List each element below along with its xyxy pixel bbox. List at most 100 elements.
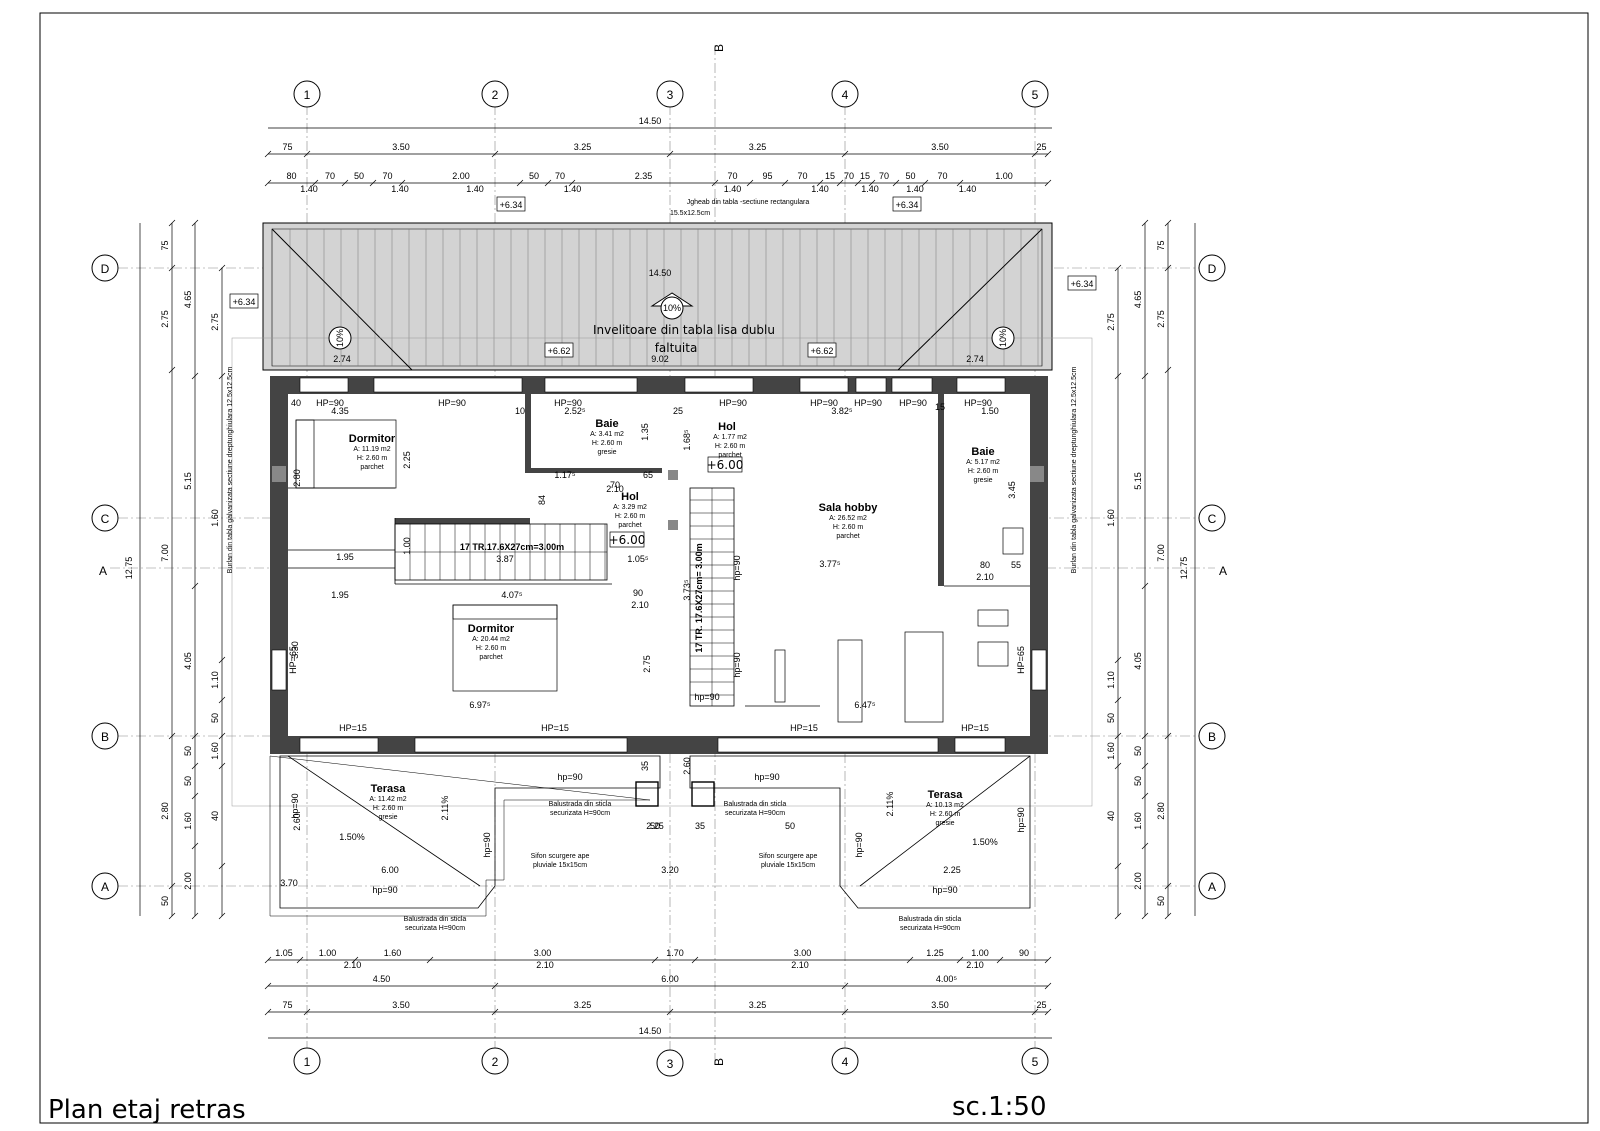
terrace-hp90-6: hp=90 bbox=[1016, 807, 1026, 832]
terrace-hp90-8: hp=90 bbox=[854, 832, 864, 857]
dim-interior-38: 2.25 bbox=[943, 865, 961, 875]
svg-text:A: 11.19 m2: A: 11.19 m2 bbox=[353, 446, 390, 453]
svg-text:parchet: parchet bbox=[618, 522, 641, 529]
stair-label-horizontal: 17 TR.17.6X27cm=3.00m bbox=[460, 542, 564, 552]
dim-top-row2-5: 25 bbox=[1036, 142, 1046, 152]
dim-top-row3a-8: 70 bbox=[727, 171, 737, 181]
dim-left-row4-4: 1.60 bbox=[210, 742, 220, 760]
svg-text:A: 3.41 m2: A: 3.41 m2 bbox=[590, 431, 624, 438]
window-hp65-1: HP=65 bbox=[288, 646, 298, 674]
svg-text:parchet: parchet bbox=[360, 464, 383, 471]
window-hp90-2: HP=90 bbox=[438, 398, 466, 408]
dim-right-row3-5: 1.60 bbox=[1133, 812, 1143, 830]
dim-top-row3a-0: 80 bbox=[286, 171, 296, 181]
dim-top-row3a-6: 70 bbox=[555, 171, 565, 181]
window-hp90-3: HP=90 bbox=[554, 398, 582, 408]
terrace-hp90-2: hp=90 bbox=[754, 772, 779, 782]
window-hp90-6: HP=90 bbox=[854, 398, 882, 408]
balustrade-label-1a: Balustrada din sticla bbox=[549, 801, 612, 808]
dim-interior-17: 2.75 bbox=[642, 655, 652, 673]
roof-slope-left: 10% bbox=[335, 329, 345, 347]
dim-interior-22: 55 bbox=[1011, 560, 1021, 570]
dim-right-mid-3: 2.80 bbox=[1156, 802, 1166, 820]
dim-top-row3a-11: 15 bbox=[825, 171, 835, 181]
window-hp90-lower-3: hp=90 bbox=[732, 652, 742, 677]
axis-label-3-top: 3 bbox=[667, 88, 674, 102]
drain-label-1a: Sifon scurgere ape bbox=[531, 853, 590, 860]
dim-bottom-row1a-1: 1.00 bbox=[319, 948, 337, 958]
section-a-left: A bbox=[99, 564, 107, 578]
window-hp90-5: HP=90 bbox=[810, 398, 838, 408]
dim-bottom-row3-4: 3.50 bbox=[931, 1000, 949, 1010]
dim-interior-14: 90 bbox=[633, 588, 643, 598]
svg-text:Baie: Baie bbox=[595, 418, 618, 430]
dim-interior-21: 80 bbox=[980, 560, 990, 570]
terrace-hp90-5: hp=90 bbox=[290, 793, 300, 818]
window-hp90-lower-2: hp=90 bbox=[732, 555, 742, 580]
dim-bottom-row1a-3: 3.00 bbox=[534, 948, 552, 958]
terrace-hp90-1: hp=90 bbox=[557, 772, 582, 782]
dim-interior-40: 50 bbox=[785, 821, 795, 831]
axis-label-2-bottom: 2 bbox=[492, 1055, 499, 1069]
dimension-lines bbox=[139, 127, 1196, 1039]
dim-interior-5: 2.80 bbox=[292, 469, 302, 487]
dim-right-mid-0: 75 bbox=[1156, 240, 1166, 250]
dim-top-row3b-3: 1.40 bbox=[564, 184, 582, 194]
dim-left-mid-1: 2.75 bbox=[160, 310, 170, 328]
dim-right-row3-3: 50 bbox=[1133, 746, 1143, 756]
axis-bubbles-bottom: 1 2 3 4 5 bbox=[293, 1047, 1049, 1077]
axis-label-5-bottom: 5 bbox=[1032, 1055, 1039, 1069]
window-hp90-4: HP=90 bbox=[719, 398, 747, 408]
dim-bottom-row1b-2: 2.10 bbox=[791, 960, 809, 970]
room-dormitor-1: Dormitor A: 11.19 m2 H: 2.60 m parchet bbox=[349, 433, 396, 471]
window-hp65-2: HP=65 bbox=[1016, 646, 1026, 674]
elevation-roof-4: +6.34 bbox=[1071, 279, 1094, 289]
dim-bottom-row3-2: 3.25 bbox=[574, 1000, 592, 1010]
window-hp15-3: HP=15 bbox=[790, 723, 818, 733]
dim-right-row3-0: 4.65 bbox=[1133, 291, 1143, 309]
svg-text:H: 2.60 m: H: 2.60 m bbox=[592, 440, 623, 447]
dim-top-row3b-0: 1.40 bbox=[300, 184, 318, 194]
dim-interior-37: 3.20 bbox=[661, 865, 679, 875]
svg-text:Terasa: Terasa bbox=[928, 789, 964, 801]
building-walls bbox=[270, 376, 1048, 754]
terrace-notes: Balustrada din sticla securizata H=90cm … bbox=[339, 792, 998, 932]
dim-top-row3a-16: 70 bbox=[937, 171, 947, 181]
svg-text:A: 10.13 m2: A: 10.13 m2 bbox=[926, 802, 964, 809]
dim-interior-42: 35 bbox=[695, 821, 705, 831]
gutter-label-2: 15.5x12.5cm bbox=[670, 210, 710, 217]
dim-top-row3a-1: 70 bbox=[325, 171, 335, 181]
svg-text:parchet: parchet bbox=[479, 654, 502, 661]
roof-seg-left: 2.74 bbox=[333, 354, 351, 364]
dim-interior-20: 3.77⁵ bbox=[819, 559, 841, 569]
axis-label-d-right: D bbox=[1208, 262, 1217, 276]
elevation-tags: +6.34 +6.34 +6.34 +6.34 +6.62 +6.62 +6.0… bbox=[229, 196, 1097, 548]
dim-right-row4-1: 1.60 bbox=[1106, 509, 1116, 527]
roof-width-label: 14.50 bbox=[649, 268, 672, 278]
room-hol-1: Hol A: 1.77 m2 H: 2.60 m parchet bbox=[713, 421, 747, 459]
dim-top-row3b-6: 1.40 bbox=[861, 184, 879, 194]
dim-left-row4-2: 1.10 bbox=[210, 671, 220, 689]
dim-bottom-row2-1: 6.00 bbox=[661, 974, 679, 984]
dim-bottom-row3-3: 3.25 bbox=[749, 1000, 767, 1010]
roof-seg-right: 2.74 bbox=[966, 354, 984, 364]
svg-text:Dormitor: Dormitor bbox=[349, 433, 396, 445]
svg-text:Dormitor: Dormitor bbox=[468, 623, 515, 635]
room-hol-2: Hol A: 3.29 m2 H: 2.60 m parchet bbox=[613, 491, 647, 529]
axis-label-a-right: A bbox=[1208, 880, 1216, 894]
dim-top-row3b-8: 1.40 bbox=[959, 184, 977, 194]
dim-interior-43: 35 bbox=[640, 761, 650, 771]
dim-top-row3b-2: 1.40 bbox=[466, 184, 484, 194]
dim-right-row4-5: 40 bbox=[1106, 811, 1116, 821]
roof bbox=[231, 222, 1093, 807]
dim-interior-23: 2.10 bbox=[976, 572, 994, 582]
svg-text:H: 2.60 m: H: 2.60 m bbox=[930, 811, 961, 818]
terrace-hp90-4: hp=90 bbox=[932, 885, 957, 895]
window-hp15-4: HP=15 bbox=[961, 723, 989, 733]
svg-text:Hol: Hol bbox=[718, 421, 736, 433]
svg-text:A: 26.52 m2: A: 26.52 m2 bbox=[829, 515, 867, 522]
drain-label-2a: Sifon scurgere ape bbox=[759, 853, 818, 860]
balustrade-label-2b: securizata H=90cm bbox=[725, 810, 785, 817]
balustrade-label-4a: Balustrada din sticla bbox=[899, 916, 962, 923]
dim-interior-1: 2.52⁵ bbox=[564, 406, 586, 416]
